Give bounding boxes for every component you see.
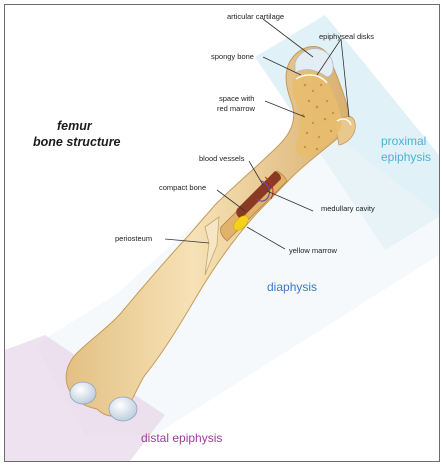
label-blood-vessels: blood vessels [199, 154, 245, 163]
label-epiphyseal-disks: epiphyseal disks [319, 32, 374, 41]
label-space-with: space with [219, 94, 254, 103]
region-proximal-line2: epiphysis [381, 150, 431, 164]
region-distal-epiphysis: distal epiphysis [141, 431, 222, 445]
label-spongy-bone: spongy bone [211, 52, 254, 61]
distal-condyle-2 [109, 397, 137, 421]
diagram-title-line1: femur [57, 119, 93, 133]
diagram-frame: femur bone structure articular cartilage… [4, 4, 440, 462]
label-articular-cartilage: articular cartilage [227, 12, 284, 21]
label-periosteum: periosteum [115, 234, 152, 243]
region-diaphysis: diaphysis [267, 280, 317, 294]
region-proximal-line1: proximal [381, 134, 426, 148]
label-compact-bone: compact bone [159, 183, 206, 192]
distal-condyle-1 [70, 382, 96, 404]
diagram-title-line2: bone structure [33, 135, 121, 149]
label-medullary-cavity: medullary cavity [321, 204, 375, 213]
label-yellow-marrow: yellow marrow [289, 246, 338, 255]
label-red-marrow: red marrow [217, 104, 256, 113]
femur-illustration: femur bone structure articular cartilage… [5, 5, 439, 461]
